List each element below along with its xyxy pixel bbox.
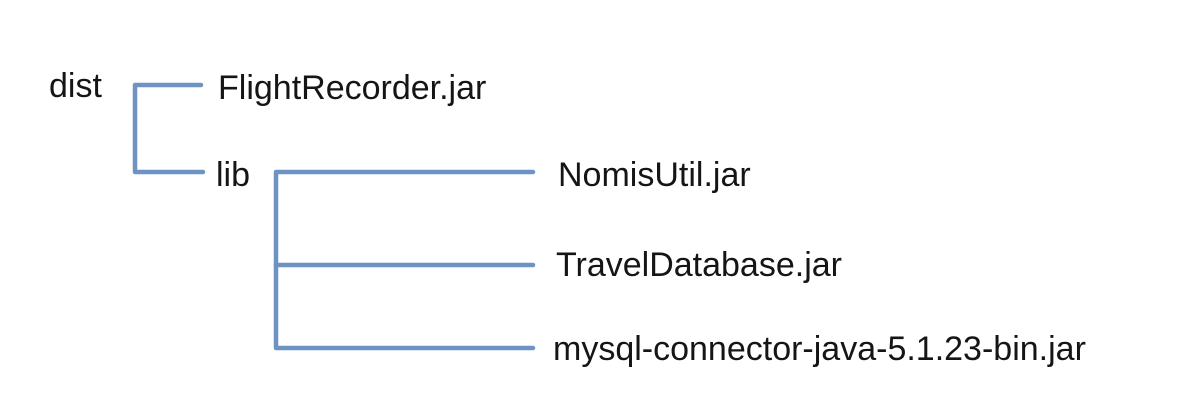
lib-bracket-line	[273, 169, 536, 351]
tree-node-traveldatabase-jar: TravelDatabase.jar	[556, 246, 842, 284]
dist-bracket-line	[132, 82, 206, 175]
tree-node-flightrecorder-jar: FlightRecorder.jar	[218, 69, 487, 107]
tree-node-lib: lib	[216, 156, 251, 194]
tree-node-nomisutil-jar: NomisUtil.jar	[558, 156, 751, 194]
tree-node-mysql-connector-jar: mysql-connector-java-5.1.23-bin.jar	[553, 330, 1086, 368]
tree-node-dist: dist	[49, 67, 102, 105]
